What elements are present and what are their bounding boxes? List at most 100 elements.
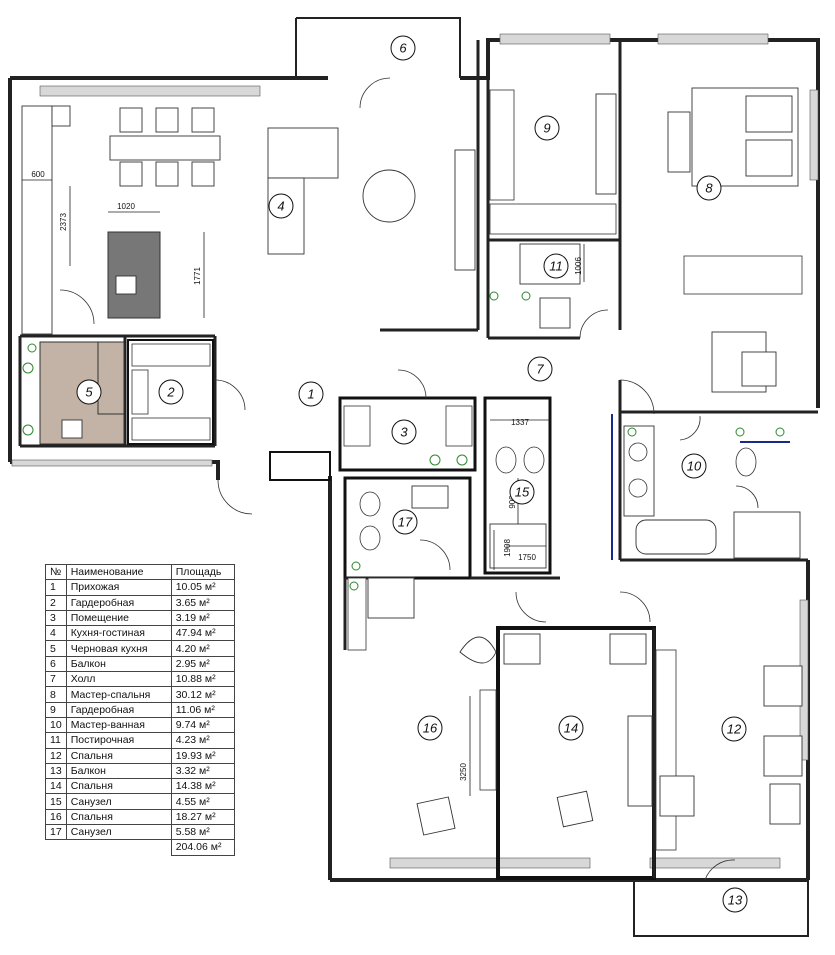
room-label-9: 9 bbox=[543, 121, 550, 136]
table-header-row: № Наименование Площадь bbox=[45, 563, 235, 581]
cell-name: Спальня bbox=[65, 808, 172, 826]
room-label-3: 3 bbox=[400, 425, 408, 440]
dim-1020: 1020 bbox=[117, 202, 135, 211]
cell-name: Спальня bbox=[65, 778, 172, 795]
cell-name: Санузел bbox=[65, 824, 172, 841]
cell-no: 7 bbox=[45, 671, 67, 688]
dim-900: 900 bbox=[508, 495, 517, 509]
cell-area: 3.32 м² bbox=[170, 762, 235, 780]
cell-no: 14 bbox=[45, 778, 67, 795]
room-marker-2: 2 bbox=[158, 379, 184, 405]
total-spacer bbox=[46, 840, 67, 855]
dim-1771: 1771 bbox=[193, 267, 202, 285]
cell-area: 47.94 м² bbox=[170, 625, 235, 642]
cell-name: Кухня-гостиная bbox=[65, 625, 172, 642]
windows bbox=[11, 33, 819, 869]
room-marker-14: 14 bbox=[558, 715, 584, 741]
cell-area: 9.74 м² bbox=[170, 716, 235, 734]
cell-no: 5 bbox=[45, 640, 67, 657]
cell-name: Черновая кухня bbox=[65, 640, 172, 657]
cell-area: 10.05 м² bbox=[170, 579, 235, 596]
room-marker-10: 10 bbox=[681, 453, 707, 479]
cell-name: Мастер-спальня bbox=[65, 686, 172, 703]
room-markers: 1 2 3 4 5 6 7 8 9 10 11 12 13 14 15 16 1… bbox=[76, 35, 748, 913]
cell-no: 2 bbox=[45, 594, 67, 611]
room-marker-11: 11 bbox=[543, 253, 569, 279]
dim-1750: 1750 bbox=[518, 553, 536, 562]
cell-name: Мастер-ванная bbox=[65, 716, 172, 734]
total-area: 204.06 м² bbox=[170, 839, 235, 856]
dim-1908: 1908 bbox=[503, 539, 512, 557]
room-marker-1: 1 bbox=[298, 381, 324, 407]
room-label-2: 2 bbox=[166, 385, 175, 400]
cell-no: 4 bbox=[45, 625, 67, 642]
room-label-6: 6 bbox=[399, 41, 407, 56]
cell-area: 18.27 м² bbox=[170, 808, 235, 826]
room-label-16: 16 bbox=[423, 721, 438, 736]
cell-no: 1 bbox=[45, 579, 67, 596]
room-marker-4: 4 bbox=[268, 193, 294, 219]
dim-1337: 1337 bbox=[511, 418, 529, 427]
room-marker-5: 5 bbox=[76, 379, 102, 405]
room-label-12: 12 bbox=[727, 722, 742, 737]
cell-name: Балкон bbox=[65, 762, 172, 780]
dim-3250: 3250 bbox=[459, 763, 468, 781]
room-label-7: 7 bbox=[536, 362, 544, 377]
cell-name: Постирочная bbox=[65, 732, 172, 749]
dim-2373: 2373 bbox=[59, 213, 68, 231]
cell-name: Прихожая bbox=[65, 579, 172, 596]
cell-area: 14.38 м² bbox=[170, 778, 235, 795]
cell-name: Гардеробная bbox=[65, 701, 172, 718]
room-label-8: 8 bbox=[705, 181, 713, 196]
cell-no: 17 bbox=[45, 824, 67, 841]
doors bbox=[59, 77, 790, 881]
header-name: Наименование bbox=[65, 563, 172, 581]
cell-no: 3 bbox=[45, 609, 67, 627]
room-marker-13: 13 bbox=[722, 887, 748, 913]
cell-area: 19.93 м² bbox=[170, 747, 235, 764]
furniture bbox=[21, 87, 803, 851]
room-label-10: 10 bbox=[687, 459, 702, 474]
cell-no: 8 bbox=[45, 686, 67, 703]
table-total-row: 204.06 м² bbox=[46, 839, 235, 856]
cell-area: 4.55 м² bbox=[170, 793, 235, 810]
total-spacer-2 bbox=[66, 840, 171, 855]
cell-no: 13 bbox=[45, 762, 67, 780]
fixture-markers bbox=[22, 291, 785, 591]
cell-area: 3.19 м² bbox=[170, 609, 235, 627]
cell-no: 10 bbox=[45, 716, 67, 734]
dimension-texts: 600 2373 1020 1771 1337 1006 900 1908 17… bbox=[31, 170, 583, 781]
cell-no: 12 bbox=[45, 747, 67, 764]
room-marker-7: 7 bbox=[527, 356, 553, 382]
cell-area: 4.23 м² bbox=[170, 732, 235, 749]
room-marker-15: 15 bbox=[509, 479, 535, 505]
cell-name: Холл bbox=[65, 671, 172, 688]
cell-area: 2.95 м² bbox=[170, 655, 235, 673]
cell-name: Гардеробная bbox=[65, 594, 172, 611]
room-label-15: 15 bbox=[515, 485, 530, 500]
room-label-5: 5 bbox=[85, 385, 93, 400]
room-label-14: 14 bbox=[564, 721, 578, 736]
room-marker-3: 3 bbox=[391, 419, 417, 445]
room-label-1: 1 bbox=[307, 387, 314, 402]
header-area: Площадь bbox=[170, 563, 235, 581]
room-marker-6: 6 bbox=[390, 35, 416, 61]
cell-area: 3.65 м² bbox=[170, 594, 235, 611]
cell-no: 15 bbox=[45, 793, 67, 810]
